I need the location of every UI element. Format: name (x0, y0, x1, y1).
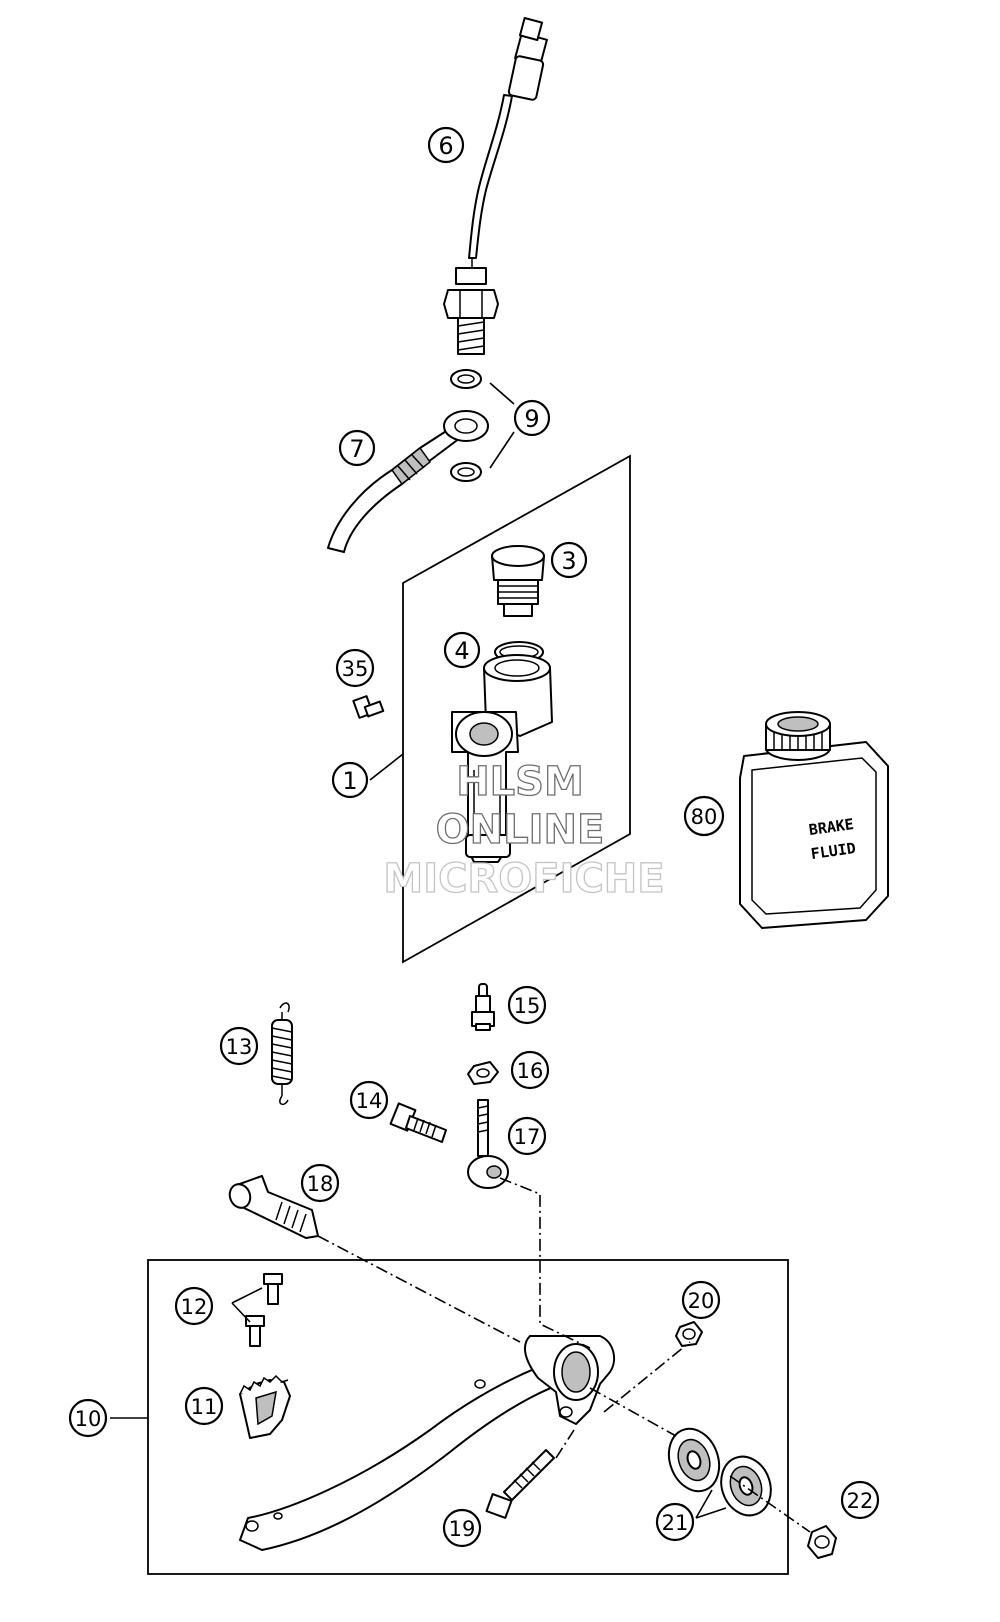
callout-1[interactable]: 1 (331, 761, 369, 799)
svg-text:3: 3 (561, 547, 576, 575)
callout-22[interactable]: 22 (840, 1480, 880, 1520)
watermark: HLSM ONLINE MICROFICHE (383, 758, 666, 902)
callout-13[interactable]: 13 (219, 1026, 259, 1066)
brake-pedal-part[interactable] (239, 1335, 616, 1551)
brake-light-switch-part[interactable] (443, 16, 548, 355)
callout-21[interactable]: 21 (655, 1502, 695, 1542)
brake-line-part[interactable] (327, 410, 489, 553)
svg-text:20: 20 (688, 1289, 715, 1313)
reservoir-cap-part[interactable] (491, 545, 545, 617)
callout-14[interactable]: 14 (349, 1080, 389, 1120)
brake-pedal-group-frame (147, 1259, 789, 1575)
assembly-lines (317, 1177, 811, 1533)
nut-part[interactable] (467, 1061, 499, 1085)
svg-text:15: 15 (514, 994, 541, 1018)
callout-35[interactable]: 35 (335, 648, 375, 688)
svg-text:35: 35 (342, 657, 369, 681)
callout-80[interactable]: 80 (683, 795, 725, 837)
pedal-pin-part[interactable] (226, 1175, 319, 1239)
svg-text:21: 21 (662, 1511, 689, 1535)
master-cylinder-group-frame (402, 454, 631, 964)
brake-cylinder-part[interactable] (451, 654, 553, 863)
callout-10[interactable]: 10 (68, 1398, 108, 1438)
svg-text:7: 7 (349, 435, 364, 463)
svg-text:22: 22 (847, 1489, 874, 1513)
watermark-line2: ONLINE (436, 807, 605, 853)
watermark-line3: MICROFICHE (383, 856, 664, 902)
callout-11[interactable]: 11 (184, 1386, 224, 1426)
callout-17[interactable]: 17 (507, 1116, 547, 1156)
svg-text:9: 9 (524, 405, 539, 433)
lock-nut-part[interactable] (675, 1321, 703, 1347)
screw-part[interactable] (352, 695, 385, 719)
svg-text:17: 17 (514, 1125, 541, 1149)
callout-3[interactable]: 3 (550, 541, 588, 579)
svg-text:11: 11 (191, 1395, 218, 1419)
callout-15[interactable]: 15 (507, 985, 547, 1025)
spring-part[interactable] (271, 1002, 293, 1106)
callout-7[interactable]: 7 (338, 429, 376, 467)
svg-text:4: 4 (454, 637, 469, 665)
piston-rod-part[interactable] (467, 1099, 509, 1189)
svg-text:13: 13 (226, 1035, 253, 1059)
callout-16[interactable]: 16 (510, 1050, 550, 1090)
brake-fluid-can-part[interactable]: BRAKE FLUID (739, 711, 889, 929)
collar-nut-part[interactable] (807, 1525, 837, 1559)
pedal-screw-part[interactable] (485, 1449, 555, 1519)
sealing-ring-part[interactable] (450, 369, 482, 482)
watermark-line1: HLSM (456, 759, 584, 805)
footrest-screw-part[interactable] (245, 1273, 283, 1347)
bolt-part[interactable] (389, 1102, 447, 1143)
callout-4[interactable]: 4 (443, 631, 481, 669)
brake-pedal-step-part[interactable] (239, 1374, 291, 1439)
callout-12[interactable]: 12 (174, 1286, 214, 1326)
callout-6[interactable]: 6 (427, 126, 465, 164)
callout-18[interactable]: 18 (300, 1163, 340, 1203)
callout-19[interactable]: 19 (442, 1508, 482, 1548)
svg-text:18: 18 (307, 1172, 334, 1196)
leader-lines (110, 382, 727, 1519)
callout-9[interactable]: 9 (513, 399, 551, 437)
svg-text:19: 19 (449, 1517, 476, 1541)
svg-text:14: 14 (356, 1089, 383, 1113)
svg-text:1: 1 (342, 767, 357, 795)
svg-text:12: 12 (181, 1295, 208, 1319)
callout-20[interactable]: 20 (681, 1280, 721, 1320)
svg-text:10: 10 (75, 1407, 102, 1431)
svg-text:16: 16 (517, 1059, 544, 1083)
svg-text:80: 80 (691, 805, 718, 829)
svg-text:6: 6 (438, 132, 453, 160)
bleeder-screw-part[interactable] (471, 983, 495, 1031)
